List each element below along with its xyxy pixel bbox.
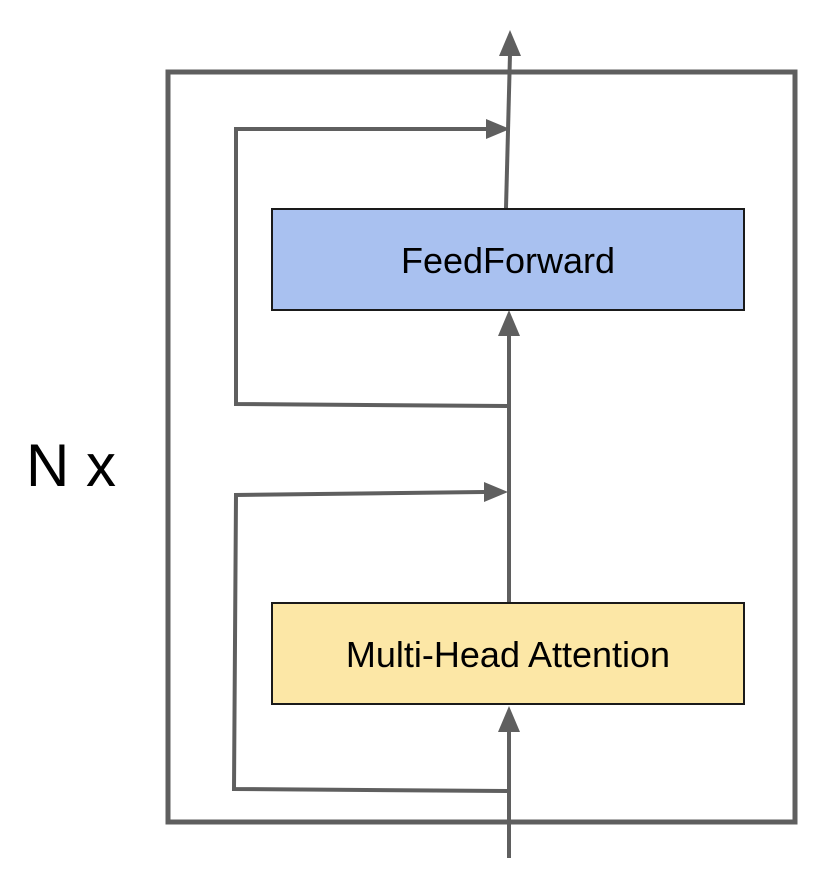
attention-residual-connection xyxy=(231,490,508,793)
feedforward-residual-connection xyxy=(234,127,508,408)
attention-residual-arrowhead xyxy=(484,482,508,502)
feedforward-block: FeedForward xyxy=(271,208,745,311)
feedforward-label: FeedForward xyxy=(401,240,615,281)
feedforward-residual-arrowhead xyxy=(486,119,510,139)
repeat-count-label: N x xyxy=(26,432,116,499)
outer-frame xyxy=(165,69,798,825)
feedforward-input-arrowhead xyxy=(498,310,520,336)
input-arrowhead xyxy=(498,706,520,732)
feedforward-box xyxy=(271,208,745,311)
attention-label: Multi-Head Attention xyxy=(346,634,670,675)
output-arrowhead xyxy=(499,30,521,56)
attention-box xyxy=(271,602,745,705)
output-flow-line xyxy=(504,53,512,209)
attention-block: Multi-Head Attention xyxy=(271,602,745,705)
